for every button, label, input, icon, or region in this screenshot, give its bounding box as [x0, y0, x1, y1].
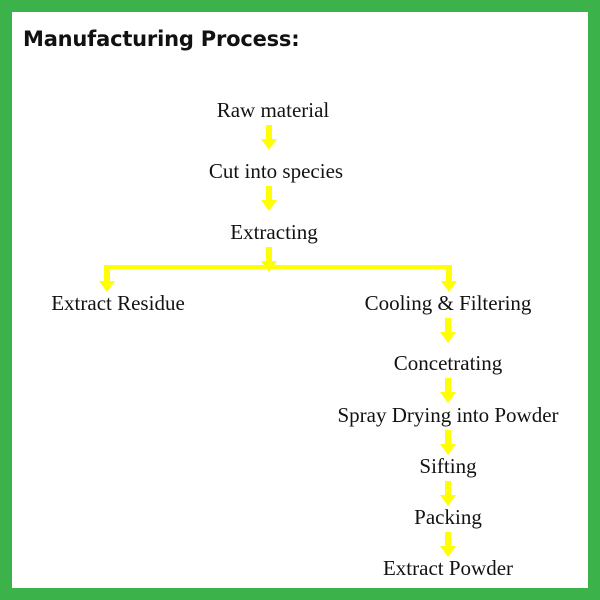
branch-connector-line	[105, 265, 449, 269]
flow-node-sifting: Sifting	[419, 454, 477, 478]
flow-node-concetrating: Concetrating	[393, 351, 503, 375]
flow-node-extract-powder: Extract Powder	[382, 556, 514, 580]
flow-node-extracting: Extracting	[230, 220, 318, 244]
branch-left-down-arrow-icon	[98, 265, 116, 293]
down-arrow-icon	[439, 378, 457, 404]
flow-node-raw-material: Raw material	[216, 98, 330, 122]
down-arrow-icon	[439, 318, 457, 344]
down-arrow-icon	[260, 125, 278, 151]
down-arrow-icon	[439, 481, 457, 507]
flow-node-extract-residue: Extract Residue	[51, 291, 185, 315]
flow-node-spray-drying-into-powder: Spray Drying into Powder	[337, 403, 559, 427]
page-title: Manufacturing Process:	[23, 27, 300, 51]
flow-node-cooling-filtering: Cooling & Filtering	[364, 291, 532, 315]
flowchart-canvas: Manufacturing Process: Raw material Cut …	[12, 12, 588, 588]
down-arrow-icon	[260, 247, 278, 273]
branch-right-down-arrow-icon	[440, 265, 458, 293]
flow-node-packing: Packing	[414, 505, 482, 529]
down-arrow-icon	[439, 532, 457, 558]
flow-node-cut-into-species: Cut into species	[208, 159, 344, 183]
down-arrow-icon	[260, 186, 278, 212]
down-arrow-icon	[439, 430, 457, 456]
